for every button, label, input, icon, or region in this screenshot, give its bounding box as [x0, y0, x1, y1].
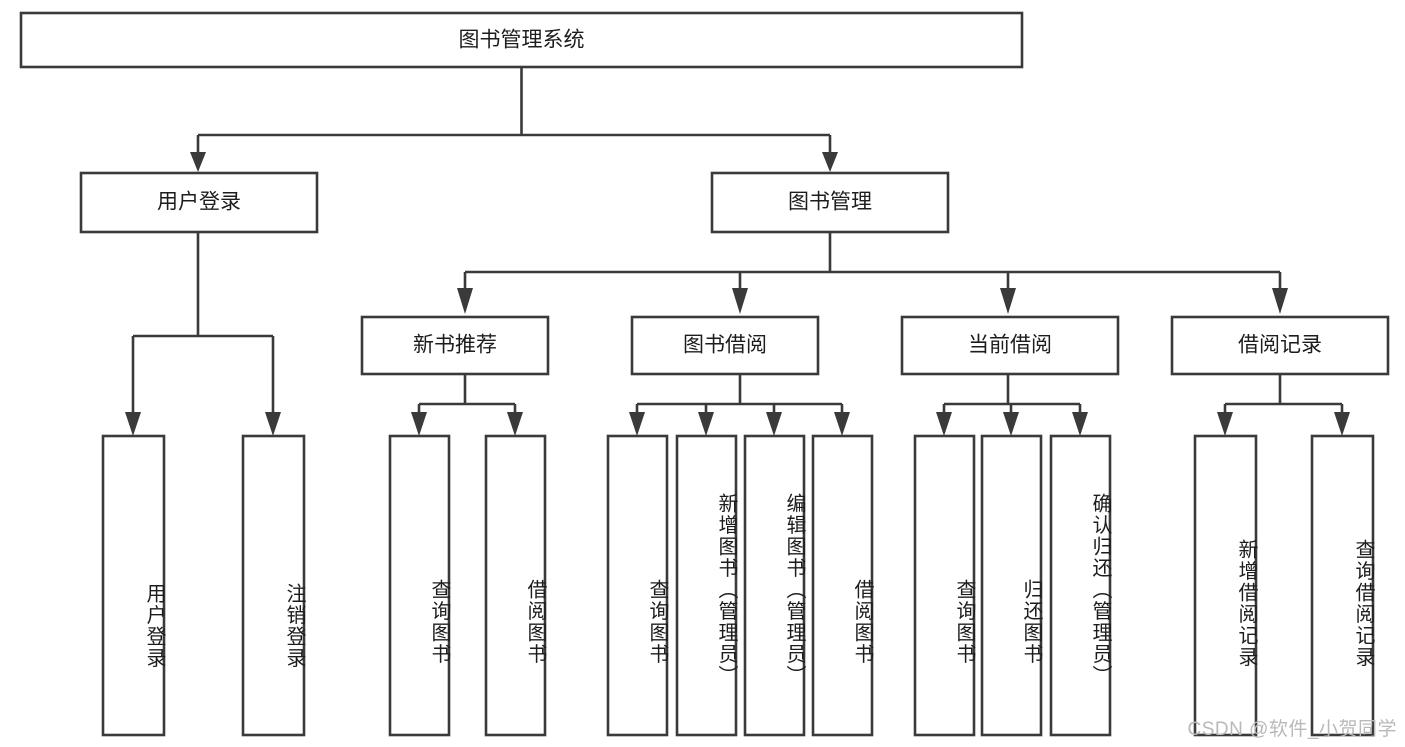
node-leaf-query-record-box[interactable]: [1310, 434, 1375, 737]
node-root[interactable]: 图书管理系统: [19, 11, 1024, 69]
node-book-borrow-box[interactable]: [630, 315, 820, 376]
arrow-head-user-login: [190, 152, 206, 172]
node-leaf-logout-login-box[interactable]: [241, 434, 306, 737]
node-leaf-borrow-book-1-box[interactable]: [484, 434, 547, 737]
node-leaf-query-book-1-box[interactable]: [388, 434, 451, 737]
node-root-label: 图书管理系统: [459, 29, 585, 52]
node-leaf-confirm-return-box[interactable]: [1049, 434, 1112, 737]
node-current-borrow[interactable]: 当前借阅: [900, 315, 1120, 376]
node-new-book-recommend[interactable]: 新书推荐: [360, 315, 550, 376]
leaf-box-group: [101, 434, 1375, 737]
connector-group: [125, 67, 1350, 436]
node-leaf-edit-book-box[interactable]: [743, 434, 806, 737]
node-book-manage-label: 图书管理: [788, 191, 872, 214]
node-borrow-record[interactable]: 借阅记录: [1170, 315, 1390, 376]
node-borrow-record-box[interactable]: [1170, 315, 1390, 376]
node-leaf-query-book-3-box[interactable]: [913, 434, 976, 737]
node-leaf-borrow-book-2-box[interactable]: [811, 434, 874, 737]
arrow-head-leaf-add-book: [698, 412, 714, 436]
node-book-borrow-label: 图书借阅: [683, 334, 767, 357]
arrow-head-book-manage: [822, 152, 838, 172]
arrow-head-new-book-recommend: [457, 288, 473, 314]
node-book-manage-box[interactable]: [710, 171, 950, 234]
node-book-borrow[interactable]: 图书借阅: [630, 315, 820, 376]
watermark-text: CSDN @软件_小贺同学: [1187, 719, 1397, 740]
arrow-head-book-borrow: [732, 288, 748, 314]
arrow-head-leaf-logout-login: [265, 412, 281, 436]
arrow-head-leaf-confirm-return: [1072, 412, 1088, 436]
arrow-head-leaf-user-login: [125, 412, 141, 436]
node-leaf-add-record-box[interactable]: [1193, 434, 1258, 737]
node-new-book-recommend-box[interactable]: [360, 315, 550, 376]
arrow-head-leaf-borrow-book-1: [507, 412, 523, 436]
arrow-head-leaf-borrow-book-2: [834, 412, 850, 436]
arrow-head-leaf-query-record: [1334, 412, 1350, 436]
node-leaf-user-login-box[interactable]: [101, 434, 166, 737]
arrow-head-leaf-add-record: [1217, 412, 1233, 436]
arrow-head-leaf-query-book-2: [629, 412, 645, 436]
node-current-borrow-box[interactable]: [900, 315, 1120, 376]
node-leaf-query-book-2-box[interactable]: [606, 434, 669, 737]
arrow-head-leaf-query-book-1: [411, 412, 427, 436]
node-user-login-label: 用户登录: [157, 191, 241, 214]
node-new-book-recommend-label: 新书推荐: [413, 334, 497, 357]
node-leaf-add-book-box[interactable]: [675, 434, 738, 737]
node-book-manage[interactable]: 图书管理: [710, 171, 950, 234]
arrow-head-leaf-edit-book: [766, 412, 782, 436]
arrow-head-borrow-record: [1272, 288, 1288, 314]
node-leaf-return-book-box[interactable]: [980, 434, 1043, 737]
node-user-login[interactable]: 用户登录: [79, 171, 319, 234]
node-borrow-record-label: 借阅记录: [1238, 334, 1322, 357]
arrow-head-leaf-query-book-3: [936, 412, 952, 436]
node-root-box[interactable]: [19, 11, 1024, 69]
arrow-head-current-borrow: [1000, 288, 1016, 314]
node-current-borrow-label: 当前借阅: [968, 334, 1052, 357]
arrow-head-leaf-return-book: [1003, 412, 1019, 436]
node-user-login-box[interactable]: [79, 171, 319, 234]
